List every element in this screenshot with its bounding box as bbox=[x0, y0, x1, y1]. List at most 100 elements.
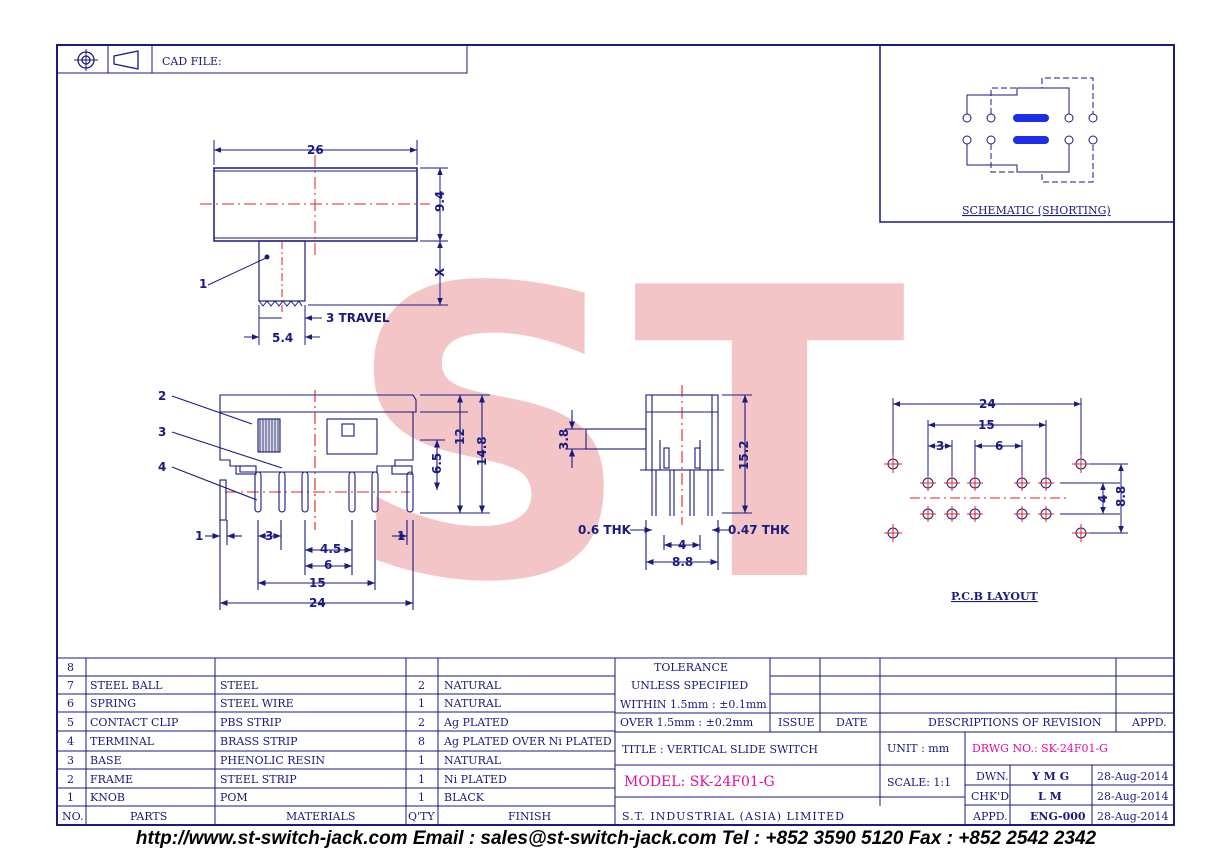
dim-end-4: 4 bbox=[678, 538, 686, 552]
bom-material: BRASS STRIP bbox=[220, 735, 298, 748]
company-name: S.T. INDUSTRIAL (ASIA) LIMITED bbox=[622, 810, 845, 823]
bom-no: 1 bbox=[67, 791, 74, 804]
callout-1-top: 1 bbox=[199, 277, 207, 291]
chkd-date: 28-Aug-2014 bbox=[1097, 790, 1169, 803]
bom-part: CONTACT CLIP bbox=[90, 716, 179, 729]
bom-table: 8 7 STEEL BALL STEEL 2 NATURAL 6 SPRING … bbox=[62, 661, 612, 823]
dim-pitch-15: 15 bbox=[309, 576, 326, 590]
pcb-layout bbox=[884, 398, 1128, 542]
callout-4: 4 bbox=[158, 460, 166, 474]
projection-symbol-icon bbox=[74, 49, 139, 71]
drawing-number: DRWG NO.: SK-24F01-G bbox=[972, 742, 1108, 755]
dwn-value: Y M G bbox=[1031, 770, 1069, 783]
bom-material: STEEL WIRE bbox=[220, 697, 294, 710]
dim-pitch-1-left: 1 bbox=[195, 529, 203, 543]
dim-pitch-3: 3 bbox=[265, 529, 273, 543]
dwn-label: DWN. bbox=[976, 770, 1009, 783]
bom-no: 5 bbox=[67, 716, 74, 729]
dim-pcb-3: 3 bbox=[936, 439, 944, 453]
revision-appd-header: APPD. bbox=[1131, 716, 1167, 729]
bom-qty: 1 bbox=[418, 697, 425, 710]
bom-row: 5 CONTACT CLIP PBS STRIP 2 Ag PLATED bbox=[67, 716, 509, 729]
dim-end-3-8: 3.8 bbox=[557, 429, 571, 450]
appd-value: ENG-000 bbox=[1030, 810, 1086, 823]
bom-no: 7 bbox=[67, 679, 74, 692]
bom-material: POM bbox=[220, 791, 248, 804]
title-block: TITLE : VERTICAL SLIDE SWITCH UNIT : mm … bbox=[622, 742, 1169, 823]
bom-finish: NATURAL bbox=[444, 697, 502, 710]
appd-date: 28-Aug-2014 bbox=[1097, 810, 1169, 823]
bom-no: 8 bbox=[67, 661, 74, 674]
bom-header-finish: FINISH bbox=[508, 810, 551, 823]
bom-qty: 2 bbox=[418, 679, 425, 692]
dim-side-6-5: 6.5 bbox=[430, 453, 444, 474]
dim-thk-0-6: 0.6 THK bbox=[578, 523, 632, 537]
dim-pitch-6: 6 bbox=[324, 558, 332, 572]
bom-table-grid bbox=[57, 657, 1174, 825]
bom-no: 3 bbox=[67, 754, 74, 767]
appd-label: APPD. bbox=[972, 810, 1008, 823]
bom-row: 1 KNOB POM 1 BLACK bbox=[67, 791, 485, 804]
bom-part: BASE bbox=[90, 754, 122, 767]
dim-side-14-8: 14.8 bbox=[475, 436, 489, 466]
watermark: ST bbox=[345, 205, 908, 670]
dim-stem-height: X bbox=[433, 267, 447, 277]
callout-3: 3 bbox=[158, 425, 166, 439]
pcb-layout-label: P.C.B LAYOUT bbox=[951, 590, 1039, 603]
dim-pitch-24: 24 bbox=[309, 596, 326, 610]
bom-material: STEEL bbox=[220, 679, 259, 692]
dim-body-height: 9.4 bbox=[433, 191, 447, 212]
dim-pitch-1-right: 1 bbox=[397, 529, 405, 543]
dim-pitch-4-5: 4.5 bbox=[320, 542, 341, 556]
cad-file-label: CAD FILE: bbox=[162, 55, 222, 68]
bom-qty: 1 bbox=[418, 791, 425, 804]
cad-file-header: CAD FILE: bbox=[56, 44, 468, 74]
chkd-value: L M bbox=[1038, 790, 1062, 803]
bom-finish: Ag PLATED bbox=[443, 716, 509, 729]
tolerance-within: WITHIN 1.5mm : ±0.1mm bbox=[620, 698, 767, 711]
schematic-box: SCHEMATIC (SHORTING) bbox=[879, 44, 1175, 223]
bom-row: 6 SPRING STEEL WIRE 1 NATURAL bbox=[67, 697, 502, 710]
bom-row: 7 STEEL BALL STEEL 2 NATURAL bbox=[67, 679, 502, 692]
bom-header-qty: Q'TY bbox=[408, 810, 435, 823]
bom-row: 3 BASE PHENOLIC RESIN 1 NATURAL bbox=[67, 754, 502, 767]
dim-end-15-2: 15.2 bbox=[737, 440, 751, 470]
bom-qty: 2 bbox=[418, 716, 425, 729]
tolerance-title: TOLERANCE bbox=[654, 661, 728, 674]
side-view bbox=[171, 390, 490, 610]
bom-material: PHENOLIC RESIN bbox=[220, 754, 325, 767]
revision-date-header: DATE bbox=[836, 716, 868, 729]
tolerance-subtitle: UNLESS SPECIFIED bbox=[631, 679, 748, 692]
revision-issue-header: ISSUE bbox=[778, 716, 815, 729]
revision-desc-header: DESCRIPTIONS OF REVISION bbox=[928, 716, 1102, 729]
bom-material: STEEL STRIP bbox=[220, 773, 297, 786]
bom-header-no: NO. bbox=[62, 810, 84, 823]
tolerance-block: TOLERANCE UNLESS SPECIFIED WITHIN 1.5mm … bbox=[620, 661, 1167, 729]
bom-header-part: PARTS bbox=[130, 810, 167, 823]
chkd-label: CHK'D bbox=[971, 790, 1009, 803]
watermark-text: ST bbox=[345, 205, 908, 670]
drawing-title: TITLE : VERTICAL SLIDE SWITCH bbox=[622, 743, 818, 756]
dim-top-width: 26 bbox=[307, 143, 324, 157]
tolerance-over: OVER 1.5mm : ±0.2mm bbox=[620, 716, 754, 729]
bom-finish: NATURAL bbox=[444, 754, 502, 767]
contact-footer: http://www.st-switch-jack.com Email : sa… bbox=[135, 828, 1097, 849]
bom-header-material: MATERIALS bbox=[286, 810, 355, 823]
dim-pcb-15: 15 bbox=[978, 418, 995, 432]
bom-row: 2 FRAME STEEL STRIP 1 Ni PLATED bbox=[67, 773, 507, 786]
bom-part: KNOB bbox=[90, 791, 125, 804]
bom-qty: 8 bbox=[418, 735, 425, 748]
bom-row: 8 bbox=[67, 661, 74, 674]
bom-no: 2 bbox=[67, 773, 74, 786]
dwn-date: 28-Aug-2014 bbox=[1097, 770, 1169, 783]
bom-row: 4 TERMINAL BRASS STRIP 8 Ag PLATED OVER … bbox=[67, 735, 612, 748]
bom-no: 4 bbox=[67, 735, 74, 748]
bom-finish: BLACK bbox=[444, 791, 485, 804]
bom-part: SPRING bbox=[90, 697, 136, 710]
bom-part: FRAME bbox=[90, 773, 133, 786]
bom-no: 6 bbox=[67, 697, 74, 710]
bom-part: STEEL BALL bbox=[90, 679, 163, 692]
bom-material: PBS STRIP bbox=[220, 716, 282, 729]
dim-travel: 3 TRAVEL bbox=[326, 311, 390, 325]
